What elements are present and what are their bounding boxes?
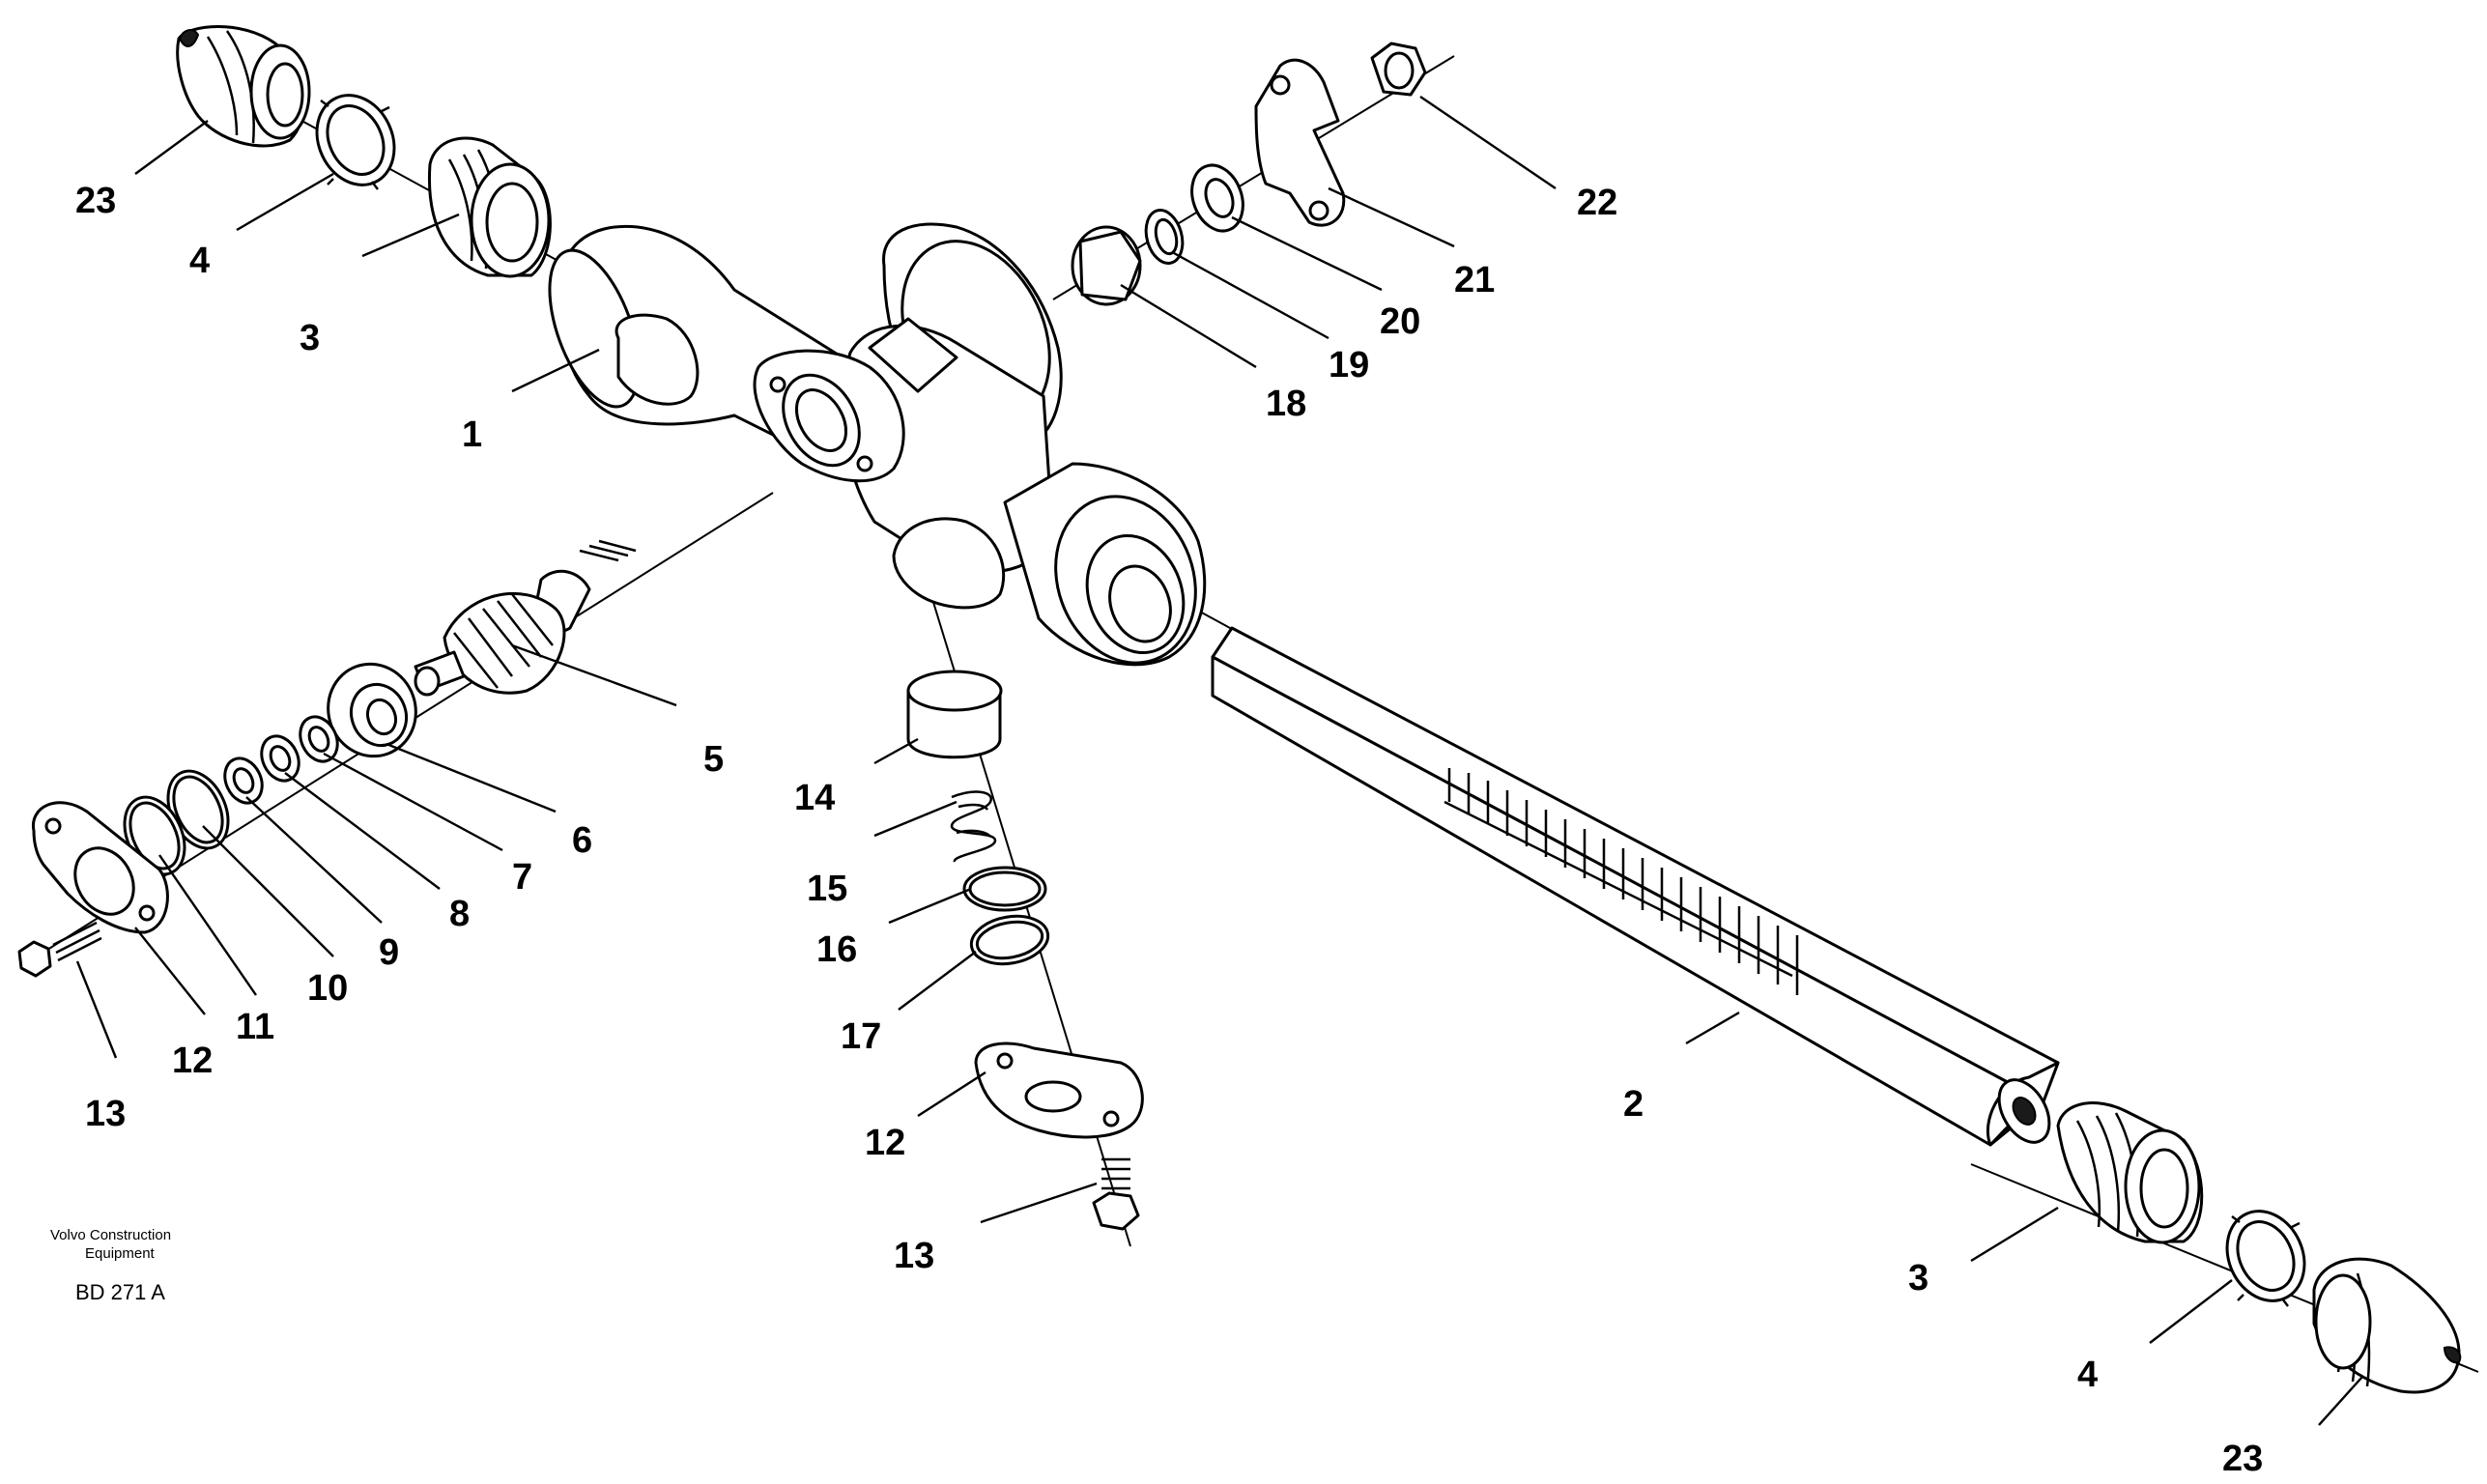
callout-5: 5 [703, 739, 724, 780]
washer-20 [1190, 163, 1244, 233]
callout-23-bottom: 23 [2222, 1439, 2263, 1479]
retaining-clip-top [315, 94, 396, 190]
callout-8: 8 [449, 894, 470, 934]
company-name-line1: Volvo Construction [50, 1227, 171, 1243]
callout-6: 6 [572, 820, 592, 861]
shim-7 [299, 715, 339, 763]
shim-8 [260, 734, 300, 783]
company-name-line2: Equipment [85, 1245, 156, 1262]
pressure-pad-14 [906, 670, 1003, 759]
steering-rack-2 [1211, 626, 2060, 1147]
bolt-left [17, 921, 102, 978]
callout-15: 15 [807, 869, 847, 909]
callout-4-top: 4 [189, 241, 210, 281]
seal-ring-19 [1144, 209, 1185, 265]
ball-bearing-6 [327, 662, 417, 758]
callout-13-left: 13 [85, 1094, 126, 1134]
callout-7: 7 [512, 857, 532, 898]
washer-9 [223, 756, 264, 805]
callout-14: 14 [794, 778, 835, 818]
callout-23-top: 23 [75, 181, 116, 221]
steering-housing [548, 222, 1207, 667]
callout-11: 11 [236, 1007, 274, 1047]
callout-2: 2 [1623, 1084, 1644, 1125]
callout-13-center: 13 [894, 1236, 934, 1276]
retaining-clip-bottom [2225, 1210, 2306, 1307]
dust-cap-bottom [2312, 1257, 2462, 1394]
callout-1: 1 [462, 414, 482, 455]
callout-20: 20 [1380, 301, 1420, 342]
drawing-code: BD 271 A [75, 1280, 165, 1304]
callout-3-bottom: 3 [1908, 1258, 1929, 1298]
callout-4-bottom: 4 [2077, 1355, 2098, 1395]
callout-3-top: 3 [300, 318, 320, 358]
callout-9: 9 [379, 932, 399, 973]
nut-22 [1370, 42, 1427, 97]
dust-cap-top [176, 25, 311, 148]
cover-plate-left [32, 801, 169, 934]
callout-12-center: 12 [865, 1123, 905, 1163]
drawing-credit: Volvo Construction Equipment BD 271 A [50, 1227, 171, 1304]
callout-21: 21 [1454, 260, 1495, 300]
bushing-bottom [2056, 1101, 2204, 1244]
callout-17: 17 [841, 1016, 881, 1057]
callout-22: 22 [1577, 183, 1617, 223]
cover-plate-center [974, 1042, 1144, 1139]
callout-numbers: 1 2 3 3 4 4 5 6 7 8 9 10 11 12 12 13 13 … [75, 181, 2263, 1479]
callout-19: 19 [1329, 345, 1369, 385]
pinion-shaft-5 [414, 539, 637, 697]
callout-12-left: 12 [172, 1041, 213, 1081]
callout-10: 10 [307, 968, 348, 1009]
callout-18: 18 [1266, 384, 1306, 424]
pinion-bearing-18 [1071, 225, 1142, 306]
o-ring-17 [969, 914, 1050, 966]
leader-lines [75, 96, 2363, 1426]
bolt-center [1092, 1157, 1140, 1231]
spring-15 [950, 790, 997, 864]
o-ring-10 [166, 769, 230, 850]
bracket-21 [1254, 58, 1346, 227]
o-ring-16 [962, 866, 1047, 912]
callout-16: 16 [816, 929, 857, 970]
bushing-top [427, 136, 552, 278]
